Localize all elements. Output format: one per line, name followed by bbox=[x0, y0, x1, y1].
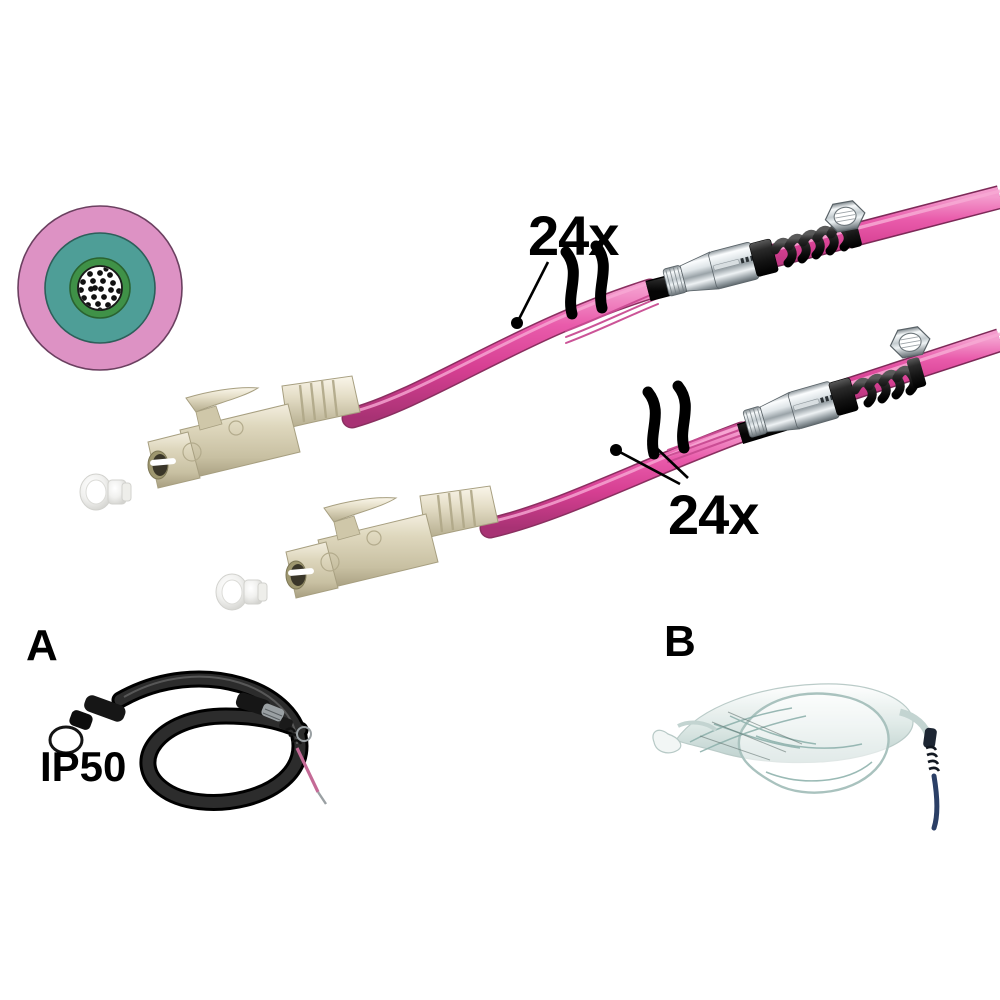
leader-line-upper bbox=[516, 261, 550, 322]
cable-gland-chrome-lower bbox=[742, 377, 859, 438]
upper-cable-assembly bbox=[79, 185, 1000, 511]
dust-cap-lower bbox=[215, 573, 268, 611]
inset-a-conduit bbox=[48, 670, 327, 811]
hex-nut-ring bbox=[824, 200, 866, 233]
label-inset-a: A bbox=[26, 621, 58, 670]
label-count-upper: 24x bbox=[528, 204, 619, 267]
leader-dot-upper bbox=[511, 317, 523, 329]
break-mark-lower bbox=[642, 380, 691, 460]
dust-cap-upper bbox=[79, 473, 132, 511]
lower-cable-assembly bbox=[215, 326, 1000, 611]
hex-nut-ring-lower bbox=[889, 326, 931, 359]
inset-b-pulling-sock bbox=[652, 683, 941, 831]
label-inset-b: B bbox=[664, 617, 696, 666]
lc-connector-upper bbox=[147, 375, 361, 489]
break-mark-upper bbox=[560, 240, 609, 320]
cable-gland-chrome bbox=[662, 238, 779, 297]
leader-line-lower bbox=[647, 439, 689, 479]
label-ip-rating: IP50 bbox=[40, 743, 127, 790]
cable-cross-section bbox=[17, 205, 183, 371]
label-count-lower: 24x bbox=[668, 483, 759, 546]
lc-connector-lower bbox=[285, 485, 499, 599]
